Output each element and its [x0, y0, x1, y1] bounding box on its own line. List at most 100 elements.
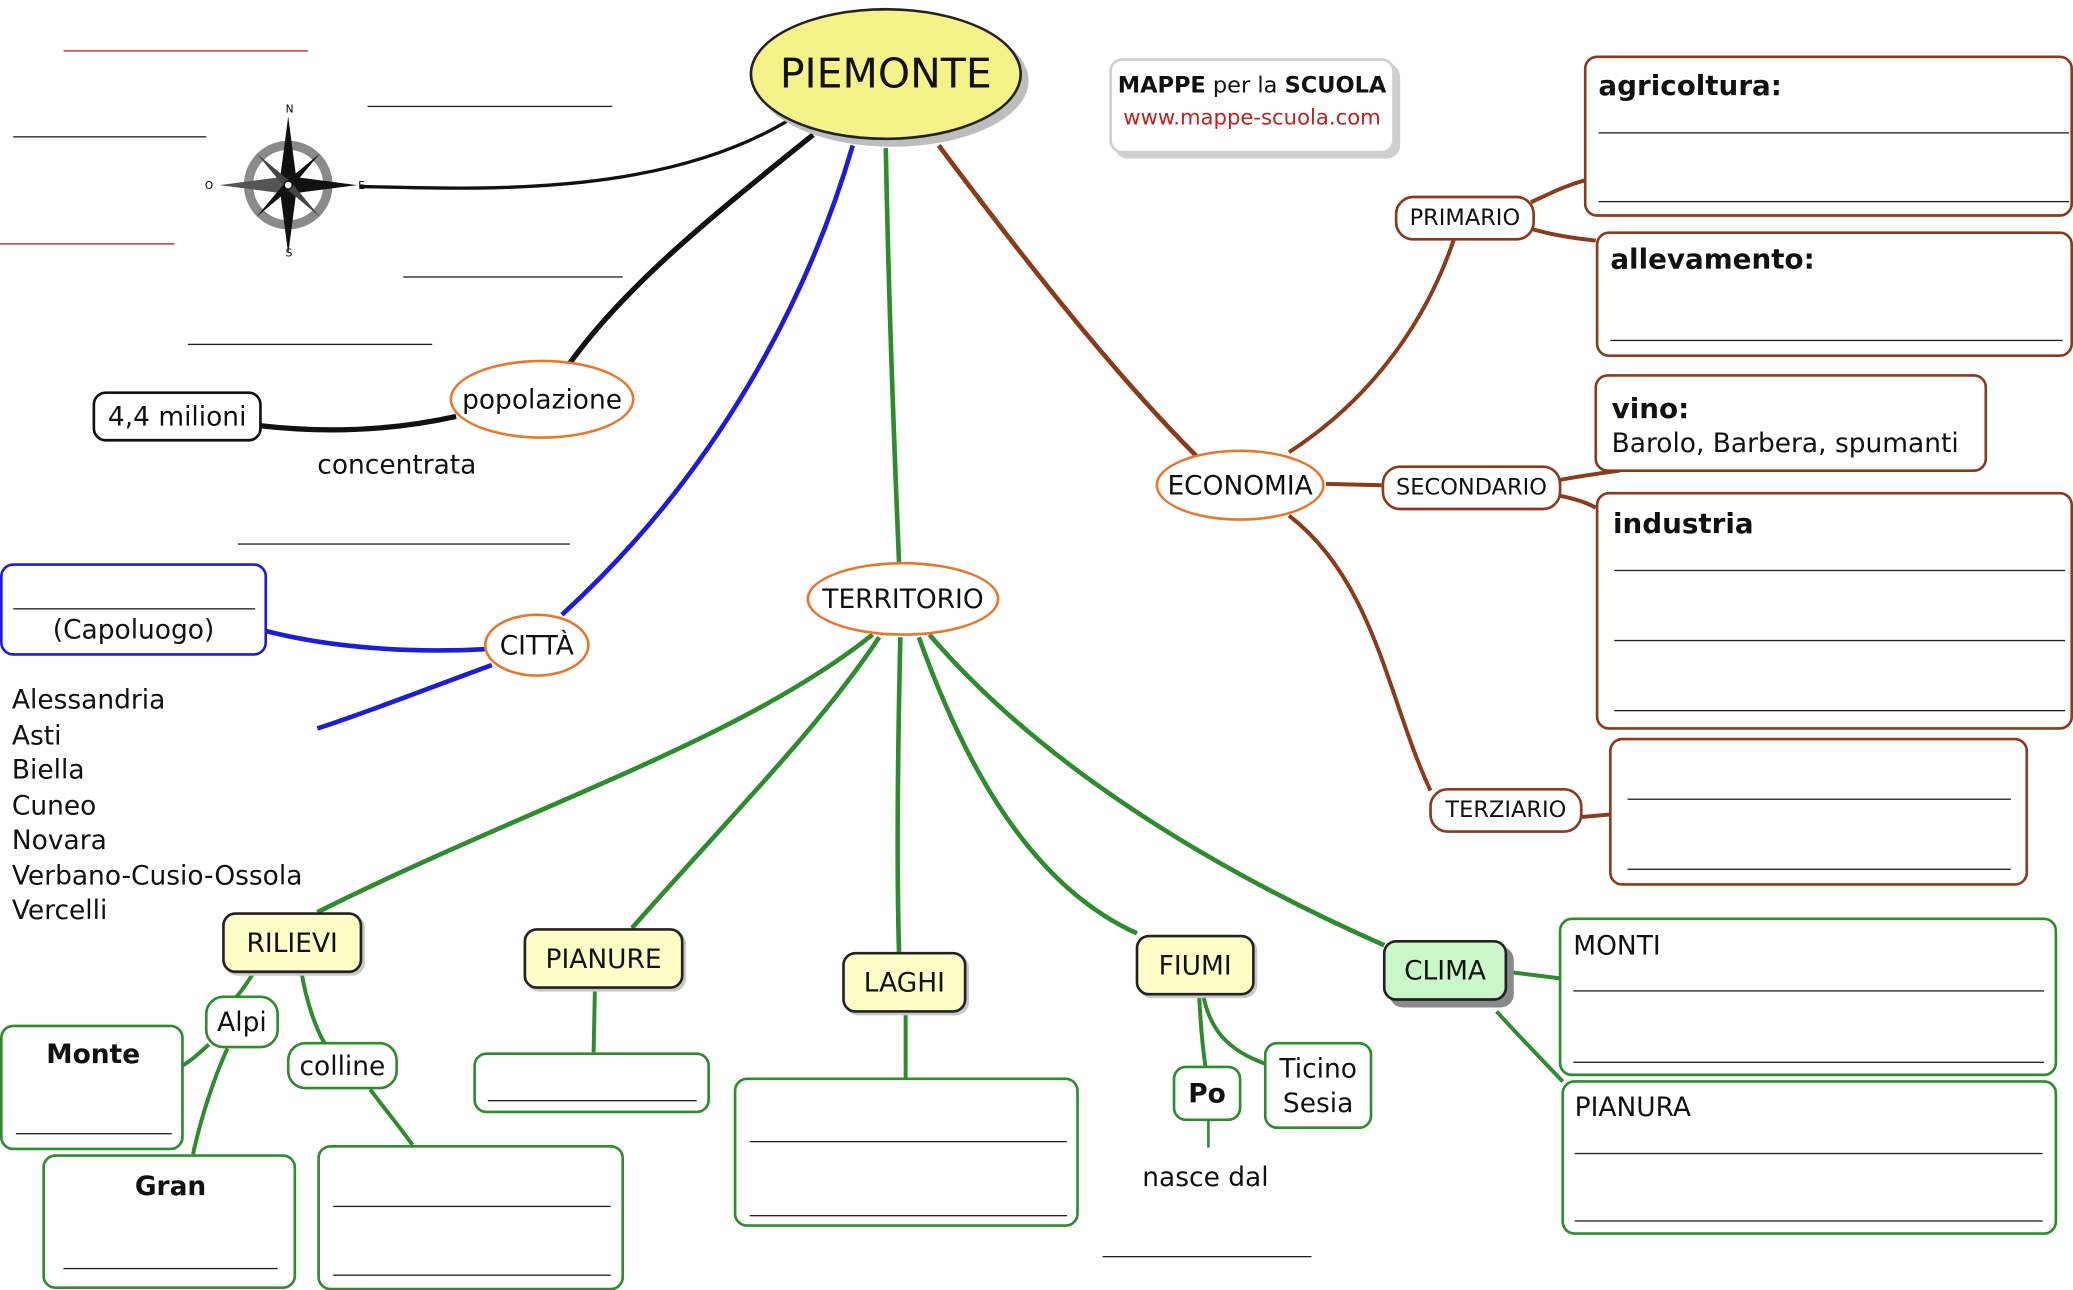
main-topic-label: PIEMONTE — [779, 50, 992, 98]
clima-pianura-fill-line — [1574, 1152, 2043, 1155]
affluente-sesia: Sesia — [1282, 1086, 1354, 1119]
brand-box: MAPPE per la SCUOLA www.mappe-scuola.com — [1109, 58, 1395, 154]
fill-line — [237, 543, 570, 545]
industria-box: industria — [1595, 491, 2073, 730]
compass-n: N — [286, 103, 294, 115]
colline-fill-line — [333, 1274, 611, 1276]
city-item: Alessandria — [11, 683, 166, 716]
brand-scuola: SCUOLA — [1284, 72, 1387, 100]
popolazione-note: concentrata — [317, 448, 477, 480]
terziario-box — [1608, 737, 2029, 886]
terziario-fill-line — [1627, 798, 2011, 800]
popolazione-value-box: 4,4 milioni — [92, 391, 262, 442]
alpi-label: Alpi — [217, 1006, 267, 1038]
allevamento-label: allevamento: — [1610, 243, 1815, 275]
node-alpi: Alpi — [204, 995, 279, 1049]
brand-per-la: per la — [1205, 72, 1285, 100]
industria-fill-line — [1614, 569, 2066, 572]
capoluogo-label: (Capoluogo) — [52, 613, 215, 646]
capoluogo-fill-line — [13, 608, 256, 610]
brand-url[interactable]: www.mappe-scuola.com — [1123, 104, 1381, 130]
clima-monti-label: MONTI — [1573, 929, 1661, 962]
pianure-label: PIANURE — [545, 942, 662, 975]
node-citta: CITTÀ — [483, 613, 590, 677]
po-label: Po — [1188, 1077, 1226, 1110]
monte-box: Monte — [0, 1024, 184, 1151]
node-economia: ECONOMIA — [1155, 449, 1325, 521]
vino-label: vino: — [1611, 392, 1690, 425]
terziario-fill-line — [1627, 868, 2011, 870]
agricoltura-fill-line — [1598, 132, 2070, 134]
colline-box — [317, 1144, 625, 1290]
node-fiumi: FIUMI — [1135, 934, 1255, 996]
city-item: Biella — [11, 753, 85, 786]
colline-label: colline — [299, 1049, 386, 1082]
popolazione-value: 4,4 milioni — [107, 400, 247, 433]
fill-line — [13, 136, 207, 138]
compass-o: O — [205, 180, 213, 192]
monte-fill-line — [15, 1133, 172, 1135]
agricoltura-fill-line — [1598, 200, 2070, 203]
clima-monti-fill-line — [1573, 990, 2044, 992]
terziario-label: TERZIARIO — [1445, 797, 1567, 824]
node-clima: CLIMA — [1382, 940, 1508, 1001]
industria-label: industria — [1612, 507, 1754, 540]
node-colline: colline — [286, 1041, 398, 1090]
economia-label: ECONOMIA — [1167, 469, 1313, 502]
node-popolazione: popolazione — [449, 359, 635, 439]
city-item: Asti — [11, 718, 62, 751]
clima-monti-box: MONTI — [1558, 917, 2058, 1077]
fill-line-north — [63, 50, 309, 52]
compass-s: S — [286, 247, 293, 259]
capoluogo-box: (Capoluogo) — [0, 563, 268, 656]
city-item: Vercelli — [11, 893, 108, 926]
node-affluenti: Ticino Sesia — [1263, 1041, 1373, 1130]
fill-line — [1102, 1255, 1312, 1258]
pianure-fill-line — [487, 1099, 697, 1102]
secondario-label: SECONDARIO — [1396, 474, 1547, 502]
node-secondario: SECONDARIO — [1381, 465, 1562, 511]
agricoltura-box: agricoltura: — [1583, 55, 2073, 217]
laghi-fill-line — [749, 1140, 1067, 1143]
industria-fill-line — [1614, 709, 2066, 712]
gran-label: Gran — [134, 1170, 207, 1202]
node-rilievi: RILIEVI — [222, 912, 363, 974]
city-list: Alessandria Asti Biella Cuneo Novara Ver… — [12, 682, 303, 927]
pianure-box — [473, 1052, 710, 1114]
node-po: Po — [1172, 1065, 1242, 1122]
clima-monti-fill-line — [1573, 1061, 2044, 1063]
popolazione-label: popolazione — [462, 383, 623, 416]
main-topic-piemonte: PIEMONTE — [749, 7, 1022, 141]
node-territorio: TERRITORIO — [806, 561, 1000, 636]
fill-line — [367, 105, 613, 108]
fill-line — [0, 243, 175, 245]
laghi-label: LAGHI — [863, 966, 945, 999]
rilievi-label: RILIEVI — [246, 926, 338, 959]
fill-line — [187, 343, 433, 346]
agricoltura-label: agricoltura: — [1598, 70, 1782, 102]
brand-mappe: MAPPE — [1117, 72, 1206, 100]
node-laghi: LAGHI — [842, 951, 967, 1013]
gran-fill-line — [63, 1267, 278, 1270]
compass-icon: N S E O — [205, 103, 365, 259]
gran-box: Gran — [42, 1154, 297, 1290]
allevamento-box: allevamento: — [1595, 231, 2073, 357]
clima-pianura-label: PIANURA — [1574, 1090, 1691, 1123]
clima-pianura-fill-line — [1574, 1220, 2043, 1222]
compass-e: E — [358, 180, 365, 192]
monte-label: Monte — [46, 1037, 141, 1070]
colline-fill-line — [333, 1205, 611, 1208]
fiumi-label: FIUMI — [1158, 949, 1232, 981]
territorio-label: TERRITORIO — [822, 583, 984, 615]
laghi-fill-line — [749, 1215, 1067, 1217]
city-item: Cuneo — [11, 788, 97, 821]
clima-pianura-box: PIANURA — [1561, 1080, 2058, 1235]
primario-label: PRIMARIO — [1409, 204, 1521, 232]
allevamento-fill-line — [1610, 339, 2063, 342]
node-primario: PRIMARIO — [1394, 195, 1535, 241]
fill-line — [403, 276, 623, 278]
po-nasce-label: nasce dal — [1142, 1160, 1269, 1193]
node-terziario: TERZIARIO — [1429, 787, 1583, 833]
affluente-ticino: Ticino — [1279, 1052, 1357, 1085]
